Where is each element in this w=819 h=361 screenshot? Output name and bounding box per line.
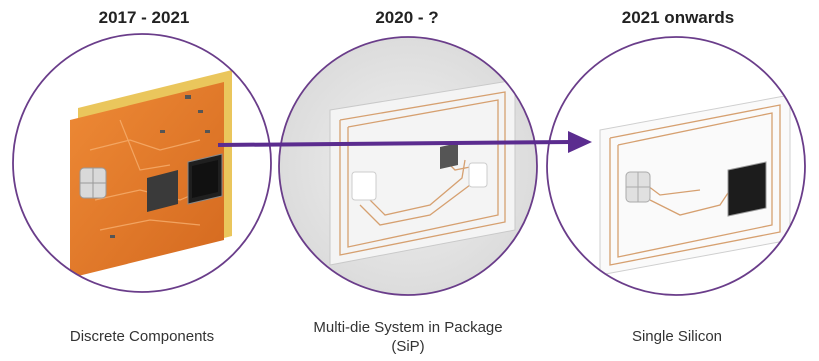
stage-2-caption: Multi-die System in Package (SiP): [313, 319, 503, 355]
stage-2-period: 2020 - ?: [375, 8, 439, 27]
stage-1-illustration: [12, 33, 272, 293]
stage-3-caption: Single Silicon: [631, 328, 723, 345]
stage-1-period: 2017 - 2021: [98, 8, 190, 27]
progression-arrow: [217, 131, 592, 153]
stage-2-illustration: [278, 36, 538, 296]
stage-3-illustration: [546, 36, 806, 296]
stage-3-period: 2021 onwards: [621, 8, 735, 27]
stage-1-caption: Discrete Components: [69, 328, 215, 345]
